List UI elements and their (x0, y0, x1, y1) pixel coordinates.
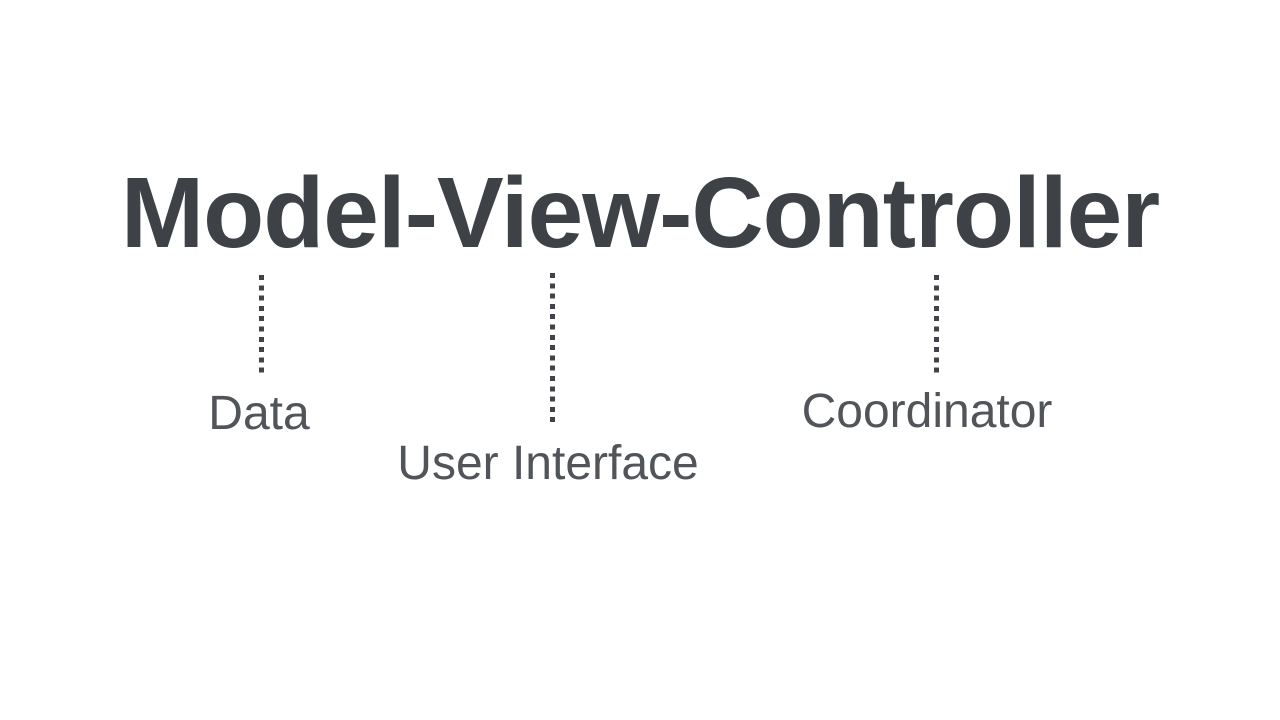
view-label: User Interface (397, 437, 699, 490)
controller-connector-dotted-line (934, 275, 939, 373)
page-title: Model-View-Controller (120, 157, 1160, 269)
model-connector-dotted-line (259, 275, 264, 373)
controller-label: Coordinator (801, 385, 1053, 438)
model-label: Data (208, 387, 310, 440)
view-connector-dotted-line (550, 273, 555, 423)
